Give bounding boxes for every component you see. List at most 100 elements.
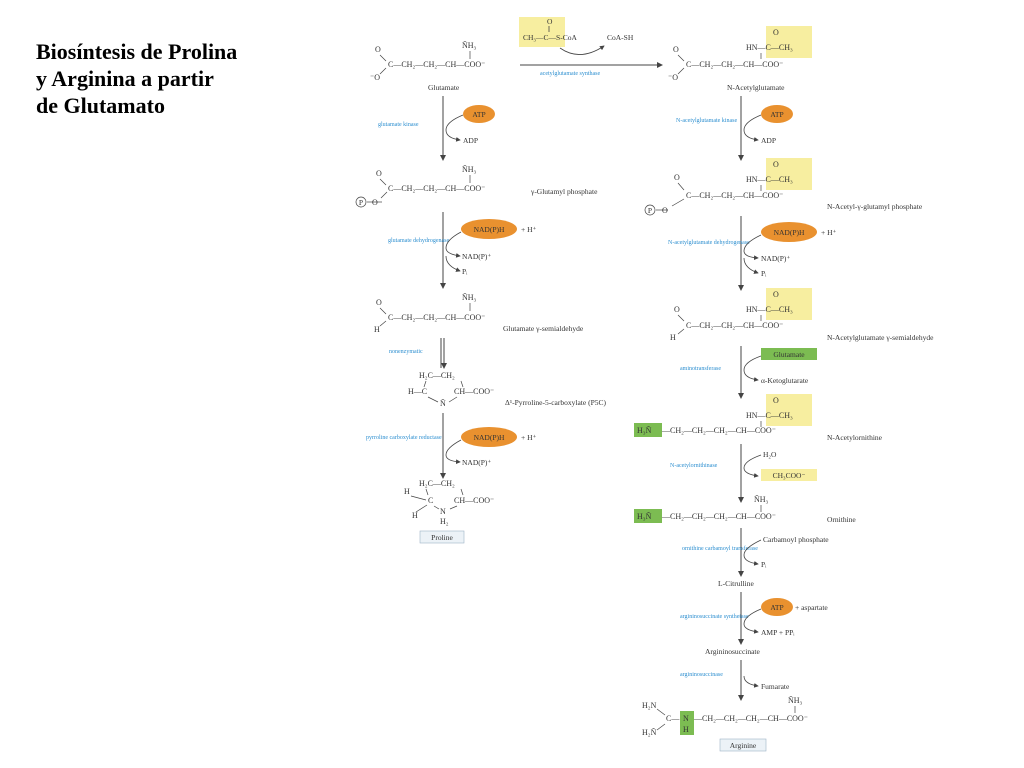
enzyme-acetylornithinase: N-acetylornithinase [670,463,718,469]
nadph-chip-left-1 [461,219,517,239]
arginine-chain: —CH₂—CH₂—CH₂—CH—COO⁻ [693,714,808,723]
label-acetylglutamate: N-Acetylglutamate [727,83,785,92]
acetyl-highlight-3 [766,288,812,320]
proline-ring-right: CH—COO⁻ [454,496,494,505]
label-citrulline: L-Citrulline [718,579,754,588]
acetylsemialdehyde-structure: O H C—CH₂—CH₂—CH—COO⁻ O HN—C—CH₃ N-Acety… [670,288,934,342]
pi-right-2: Pᵢ [761,560,767,569]
label-glutamate-semialdehyde: Glutamate γ-semialdehyde [503,324,584,333]
proline-ring-top: H₂C—CH₂ [419,479,455,488]
adp-left-label: ADP [463,136,478,145]
glutamate-amine: ÑH₃ [462,40,477,50]
acetylsemialdehyde-acetyl-o: O [773,290,779,299]
fumarate-label: Fumarate [761,682,790,691]
acetate-chip [761,469,817,481]
enzyme-glutamate-dehydrogenase: glutamate dehydrogenase [388,238,449,244]
proline-h-top: H [404,487,410,496]
label-p5c: Δ¹-Pyrroline-5-carboxylate (P5C) [505,398,607,407]
atp-right-1-label: ATP [770,110,783,119]
acetylornithine-chain: —CH₂—CH₂—CH₂—CH—COO⁻ [661,426,776,435]
amino-highlight-1 [634,423,662,437]
donor-oxygen: O [547,17,553,26]
glutamate-structure: O ⁻O C—CH₂—CH₂—CH—COO⁻ ÑH₃ Glutamate [370,40,485,92]
ornithine-amino: H₃Ñ [637,511,652,521]
arginine-guan-top: H₂N [642,701,657,710]
aspartate-label: + aspartate [795,603,828,612]
adp-right-label: ADP [761,136,776,145]
acetylglutamate-o-top: O [673,45,679,54]
arginine-guan-c: C— [666,714,680,723]
nadph-chip-right [761,222,817,242]
acetylglutamylp-o-link: O [662,206,668,215]
acetate-label: CH₃COO⁻ [773,471,806,480]
glutamate-chain: C—CH₂—CH₂—CH—COO⁻ [388,60,485,69]
ornithine-chain: —CH₂—CH₂—CH₂—CH—COO⁻ [661,512,776,521]
glutamylp-phos: P [359,198,363,207]
p5c-ring-n: Ñ [440,398,446,408]
glutamylp-o-top: O [376,169,382,178]
enzyme-nonenzymatic: nonenzymatic [389,349,423,355]
slide-title: Biosíntesis de Prolina y Arginina a part… [36,39,238,118]
carbamoyl-phosphate-label: Carbamoyl phosphate [763,535,829,544]
arginine-guan-bottom: H₂Ñ [642,727,657,737]
glutamate-o-top: O [375,45,381,54]
glutamylp-amine: ÑH₃ [462,164,477,174]
arginine-amine: ÑH₃ [788,695,803,705]
enzyme-glutamate-kinase: glutamate kinase [378,122,419,128]
label-acetylglutamyl-phosphate: N-Acetyl-γ-glutamyl phosphate [827,202,923,211]
acetylornithine-acetyl: HN—C—CH₃ [746,411,793,420]
atp-chip-right-1 [761,105,793,123]
acetylglutamate-acetyl-o: O [773,28,779,37]
acetylornithine-amino: H₃Ñ [637,425,652,435]
product-box-arginine [719,738,767,752]
enzyme-acetylglutamate-dehydrogenase: N-acetylglutamate dehydrogenase [668,240,750,246]
acetyl-highlight-4 [766,394,812,426]
label-ornithine: Ornithine [827,515,856,524]
acetylornithine-structure: H₃Ñ —CH₂—CH₂—CH₂—CH—COO⁻ O HN—C—CH₃ N-A… [634,394,883,442]
proline-nh: H₂ [440,517,449,526]
atp-chip-right-2 [761,598,793,616]
atp-right-2-label: ATP [770,603,783,612]
h-plus-left-2: + H⁺ [521,433,537,442]
water-label: H₂O [763,450,777,459]
p5c-ring-right: CH—COO⁻ [454,387,494,396]
acetylornithine-acetyl-o: O [773,396,779,405]
nadph-right-label: NAD(P)H [774,228,805,237]
acetyl-highlight [519,17,565,47]
acetyl-highlight-1 [766,26,812,58]
acetylglutamyl-phosphate-structure: O P O C—CH₂—CH₂—CH—COO⁻ O HN—C—CH₃ N-Ace… [644,158,923,216]
label-argininosuccinate: Argininosuccinate [705,647,761,656]
glutamyl-phosphate-structure: O P O C—CH₂—CH₂—CH—COO⁻ ÑH₃ γ-Glutamyl … [355,164,598,208]
proline-h-bottom: H [412,511,418,520]
nadp-left-1: NAD(P)⁺ [462,252,491,261]
p5c-ring-mid: H—C [408,387,427,396]
atp-chip-left [463,105,495,123]
label-glutamate: Glutamate [428,83,460,92]
p5c-structure: H₂C—CH₂ H—C CH—COO⁻ Ñ Δ¹-Pyrroline-5-ca… [408,371,607,408]
nadp-right: NAD(P)⁺ [761,254,790,263]
amino-highlight-2 [634,509,662,523]
ornithine-structure: H₃Ñ —CH₂—CH₂—CH₂—CH—COO⁻ ÑH₃ Ornithine [634,494,856,524]
semialdehyde-chain: C—CH₂—CH₂—CH—COO⁻ [388,313,485,322]
glutamate-semialdehyde-structure: O H C—CH₂—CH₂—CH—COO⁻ ÑH₃ Glutamate γ-s… [374,292,584,334]
proline-c: C [428,496,433,505]
enzyme-aminotransferase: aminotransferase [680,365,721,372]
acetylglutamylp-acetyl: HN—C—CH₃ [746,175,793,184]
product-box-proline [419,530,465,544]
h-plus-right: + H⁺ [821,228,837,237]
label-acetylornithine: N-Acetylornithine [827,433,883,442]
semialdehyde-o-top: O [376,298,382,307]
nadph-left-2-label: NAD(P)H [474,433,505,442]
semialdehyde-h: H [374,325,380,334]
enzyme-p5c-reductase: pyrroline carboxylate reductase [366,435,442,441]
proline-structure: H₂C—CH₂ H C H CH—COO⁻ N H₂ [404,479,494,526]
p5c-ring-top: H₂C—CH₂ [419,371,455,380]
acetylglutamylp-phos: P [648,206,652,215]
acetylglutamate-chain: C—CH₂—CH₂—CH—COO⁻ [686,60,783,69]
glutamate-o-bottom: ⁻O [370,73,380,82]
glutamate-chip-label: Glutamate [773,350,805,359]
acetylglutamylp-acetyl-o: O [773,160,779,169]
nadph-left-1-label: NAD(P)H [474,225,505,234]
ornithine-amine: ÑH₃ [754,494,769,504]
